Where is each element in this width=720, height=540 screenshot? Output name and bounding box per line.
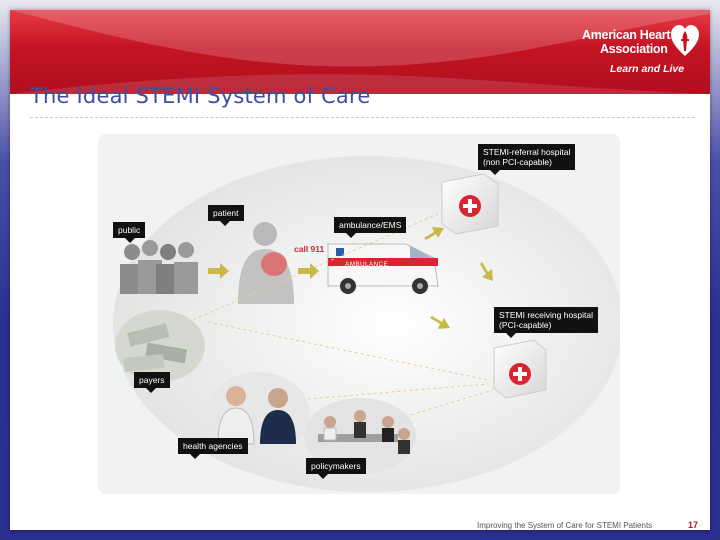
- referral-hospital-line-2: (non PCI-capable): [483, 157, 570, 167]
- receiving-hospital-image: [494, 340, 546, 398]
- referral-hospital-line-1: STEMI-referral hospital: [483, 147, 570, 157]
- title-divider: [30, 117, 695, 118]
- ambulance-side-text: AMBULANCE: [345, 261, 388, 268]
- label-health-agencies: health agencies: [178, 438, 248, 454]
- label-patient: patient: [208, 205, 244, 221]
- stemi-system-diagram: public patient ambulance/EMS call 911 AM…: [98, 134, 620, 494]
- heart-torch-icon: [670, 24, 700, 58]
- label-policymakers: policymakers: [306, 458, 366, 474]
- label-payers: payers: [134, 372, 170, 388]
- receiving-hospital-line-2: (PCI-capable): [499, 320, 593, 330]
- label-ambulance: ambulance/EMS: [334, 217, 406, 233]
- label-receiving-hospital: STEMI receiving hospital (PCI-capable): [494, 307, 598, 333]
- slide-title: The Ideal STEMI System of Care: [30, 84, 371, 108]
- page-number: 17: [688, 520, 698, 530]
- label-referral-hospital: STEMI-referral hospital (non PCI-capable…: [478, 144, 575, 170]
- logo-line-1: American Heart: [582, 28, 670, 42]
- logo-tagline: Learn and Live: [610, 63, 684, 75]
- logo-line-2: Association: [600, 42, 668, 56]
- call-911-text: call 911: [294, 244, 324, 254]
- ambulance-image: [328, 244, 438, 294]
- aha-logo: American Heart Association Learn and Liv…: [582, 26, 700, 78]
- footer-text: Improving the System of Care for STEMI P…: [477, 521, 652, 530]
- label-public: public: [113, 222, 145, 238]
- referral-hospital-image: [442, 174, 498, 234]
- receiving-hospital-line-1: STEMI receiving hospital: [499, 310, 593, 320]
